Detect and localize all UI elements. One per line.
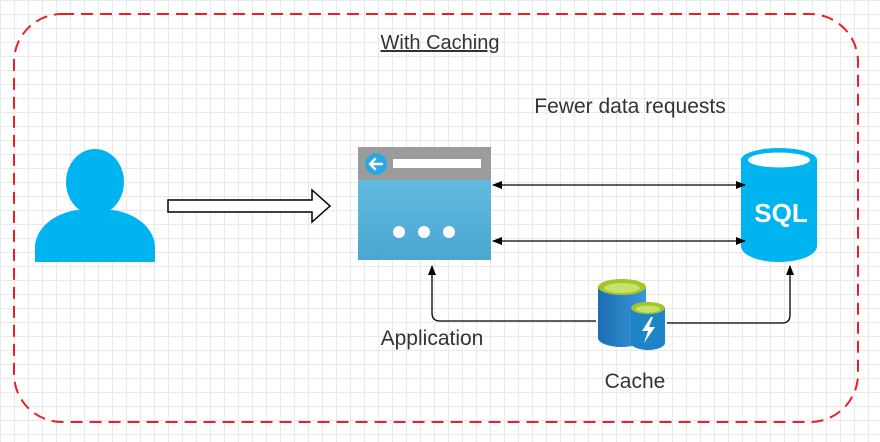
sql-database-icon: SQL (741, 148, 817, 262)
diagram-title: With Caching (380, 32, 500, 54)
request-arrow (167, 188, 332, 224)
browser-window-icon (358, 147, 491, 260)
sql-label: SQL (754, 198, 808, 228)
cache-to-app-connector (428, 265, 596, 322)
user-icon (35, 149, 155, 262)
cache-to-db-connector (667, 265, 794, 324)
cache-icon (598, 279, 665, 350)
caching-boundary (13, 13, 859, 423)
cache-label: Cache (604, 370, 666, 393)
fewer-requests-label: Fewer data requests (534, 95, 726, 118)
application-label: Application (380, 327, 484, 350)
